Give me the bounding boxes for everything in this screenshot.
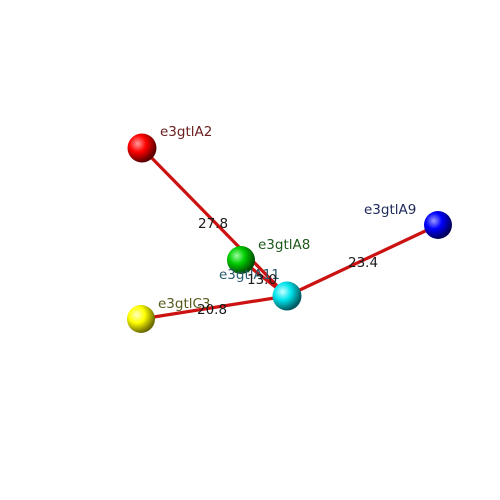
edge-a8-a11-label: 13.0 <box>247 272 277 288</box>
edge-c3-a11 <box>139 294 289 321</box>
node-a2-sphere <box>127 133 157 163</box>
node-a11-sphere <box>272 281 302 311</box>
node-a2-label: e3gtlA2 <box>160 124 212 140</box>
node-a9-label: e3gtlA9 <box>364 202 416 218</box>
node-c3-sphere <box>127 305 155 333</box>
edge-a9-a11 <box>285 223 440 298</box>
node-a8-sphere <box>227 246 255 274</box>
node-a11-label: e3gtlA11 <box>219 267 280 283</box>
edge-a9-a11-label: 23.4 <box>348 255 378 271</box>
edge-a2-a11-label: 27.8 <box>198 216 228 232</box>
edge-c3-a11-label: 20.8 <box>197 302 227 318</box>
edge-a2-a11 <box>140 146 289 298</box>
node-a9-sphere <box>424 211 452 239</box>
node-c3-label: e3gtlC3 <box>158 296 211 312</box>
node-a8-label: e3gtlA8 <box>258 237 310 253</box>
